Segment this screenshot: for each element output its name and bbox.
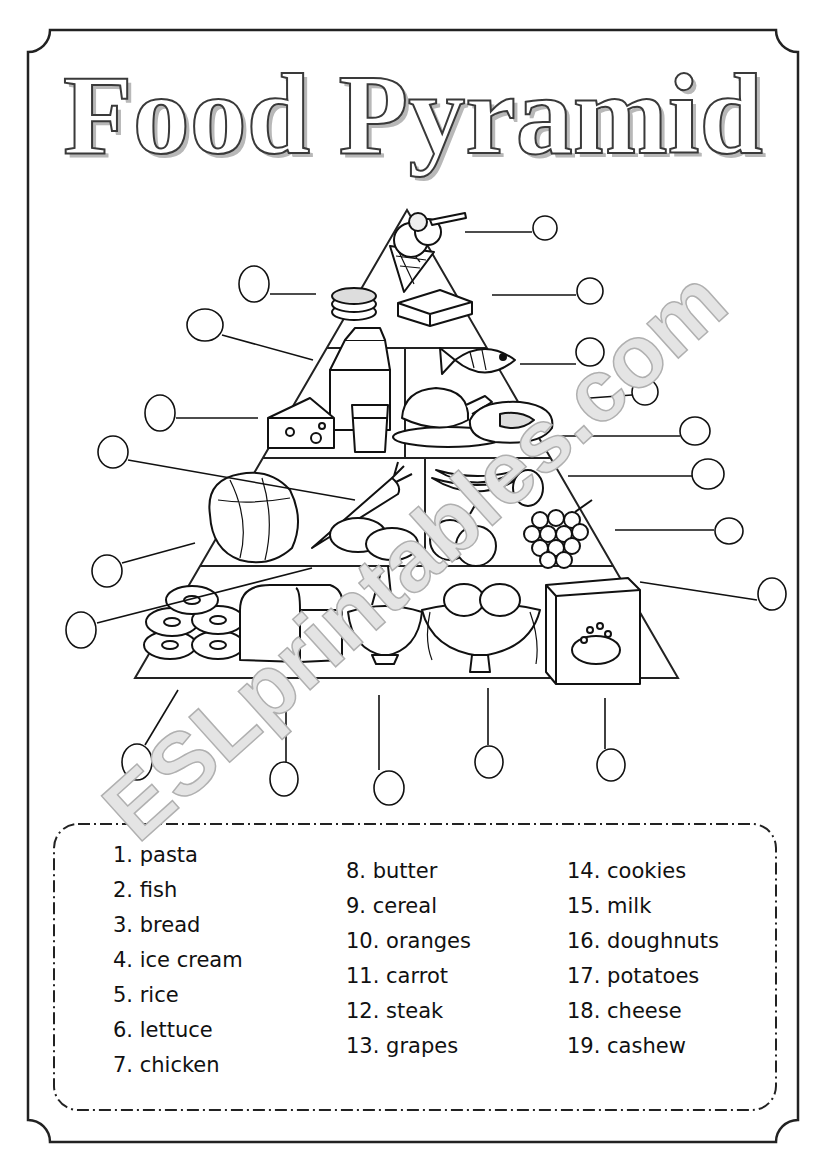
word-list-item: 5. rice: [113, 982, 179, 1008]
word-list-item: 16. doughnuts: [567, 928, 719, 954]
word-list-item: 9. cereal: [346, 893, 437, 919]
word-list-item: 19. cashew: [567, 1033, 686, 1059]
word-list-box: 1. pasta2. fish3. bread4. ice cream5. ri…: [52, 822, 778, 1112]
worksheet-title: Food Pyramid: [63, 58, 763, 172]
word-list-item: 4. ice cream: [113, 947, 243, 973]
word-list-item: 6. lettuce: [113, 1017, 213, 1043]
word-list-item: 15. milk: [567, 893, 651, 919]
word-list-item: 7. chicken: [113, 1052, 220, 1078]
word-list-item: 12. steak: [346, 998, 443, 1024]
word-list-item: 13. grapes: [346, 1033, 458, 1059]
word-list-item: 11. carrot: [346, 963, 448, 989]
watermark: ESLprintables.com: [88, 255, 742, 856]
word-list-item: 2. fish: [113, 877, 177, 903]
word-list-item: 8. butter: [346, 858, 437, 884]
word-list-item: 14. cookies: [567, 858, 686, 884]
word-list-item: 17. potatoes: [567, 963, 699, 989]
word-list-item: 10. oranges: [346, 928, 471, 954]
word-list-item: 3. bread: [113, 912, 200, 938]
word-list-item: 18. cheese: [567, 998, 682, 1024]
